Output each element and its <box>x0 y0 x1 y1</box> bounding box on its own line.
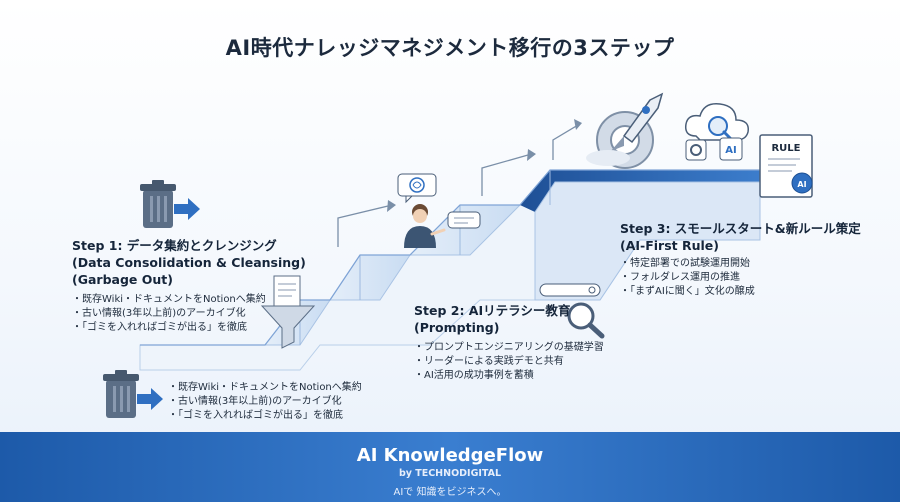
list-item: AI活用の成功事例を蓄積 <box>414 369 604 383</box>
list-item: 既存Wiki・ドキュメントをNotionへ集約 <box>168 381 362 395</box>
ai-chip-icon: AI <box>719 137 743 161</box>
footer-by-line: by TECHNODIGITAL <box>398 468 502 479</box>
page-title: AI時代ナレッジマネジメント移行の3ステップ <box>225 36 675 60</box>
list-item: 既存Wiki・ドキュメントをNotionへ集約 <box>72 293 266 307</box>
step1-title: Step 1: データ集約とクレンジング (Data Consolidation… <box>72 237 306 288</box>
step3-title: Step 3: スモールスタート&新ルール策定 (AI-First Rule) <box>620 220 861 254</box>
step1-title-line2: (Data Consolidation & Cleansing) <box>72 255 306 270</box>
step2-title-line2: (Prompting) <box>414 320 500 335</box>
step3-title-line2: (AI-First Rule) <box>620 238 719 253</box>
step2-bullets: プロンプトエンジニアリングの基礎学習 リーダーによる実践デモと共有 AI活用の成… <box>414 341 604 383</box>
step3-bullets: 特定部署での試験運用開始 フォルダレス運用の推進 「まずAIに聞く」文化の醸成 <box>620 257 755 299</box>
list-item: 古い情報(3年以上前)のアーカイブ化 <box>72 307 266 321</box>
footer-banner <box>0 432 900 502</box>
step3-title-line1: Step 3: スモールスタート&新ルール策定 <box>620 221 861 236</box>
ai-chip-label: AI <box>725 145 736 156</box>
trash-bin-icon <box>140 180 200 228</box>
staircase-diagram: AI RULE AI <box>103 92 813 418</box>
progress-arrows <box>337 124 579 247</box>
ai-seal-label: AI <box>797 180 806 189</box>
rule-label: RULE <box>771 143 800 154</box>
list-item: プロンプトエンジニアリングの基礎学習 <box>414 341 604 355</box>
cloud-search-icon <box>684 103 749 142</box>
person-thinking-icon <box>397 173 481 248</box>
step2-title: Step 2: AIリテラシー教育 (Prompting) <box>414 302 570 336</box>
list-item: フォルダレス運用の推進 <box>620 271 755 285</box>
step2-title-line1: Step 2: AIリテラシー教育 <box>414 303 571 318</box>
list-item: リーダーによる実践デモと共有 <box>414 355 604 369</box>
list-item: 特定部署での試験運用開始 <box>620 257 755 271</box>
magnifier-icon <box>567 302 605 339</box>
list-item: 「ゴミを入れればゴミが出る」を徹底 <box>168 409 362 423</box>
step1-title-line1: Step 1: データ集約とクレンジング <box>72 238 277 253</box>
list-item: 古い情報(3年以上前)のアーカイブ化 <box>168 395 362 409</box>
extra-bullets: 既存Wiki・ドキュメントをNotionへ集約 古い情報(3年以上前)のアーカイ… <box>168 381 362 423</box>
arrow-heads <box>387 119 582 212</box>
list-item: 「ゴミを入れればゴミが出る」を徹底 <box>72 321 266 335</box>
funnel-filter-icon <box>260 275 316 349</box>
list-item: 「まずAIに聞く」文化の醸成 <box>620 285 755 299</box>
footer-brand: AI KnowledgeFlow <box>356 445 544 466</box>
footer-tagline: AIで 知識をビジネスへ。 <box>393 487 507 498</box>
trash-bin-icon-bottom <box>103 370 163 418</box>
rocket-gear-icon <box>586 92 664 169</box>
search-bar-icon <box>539 283 601 297</box>
settings-gear-icon <box>685 139 707 161</box>
rule-document-icon: RULE AI <box>759 134 813 198</box>
step1-title-line3: (Garbage Out) <box>72 272 173 287</box>
step1-bullets: 既存Wiki・ドキュメントをNotionへ集約 古い情報(3年以上前)のアーカイ… <box>72 293 266 335</box>
